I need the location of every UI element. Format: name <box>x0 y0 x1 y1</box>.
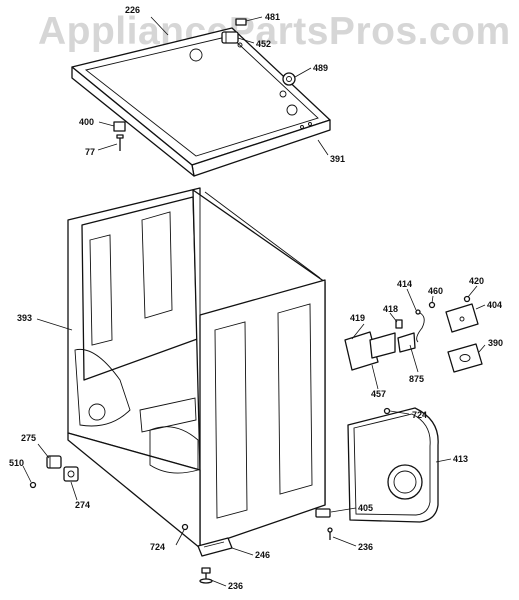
label-452: 452 <box>256 39 271 49</box>
label-275: 275 <box>21 433 36 443</box>
leader-lines <box>22 16 486 587</box>
part-400-bracket <box>113 121 126 132</box>
part-236-lower-leg <box>199 567 213 584</box>
label-246: 246 <box>255 550 270 560</box>
part-510-screw <box>29 481 37 489</box>
part-460-screw <box>428 301 436 309</box>
part-405-clip <box>315 508 331 518</box>
label-77: 77 <box>85 147 95 157</box>
part-413-front-panel <box>347 407 439 523</box>
part-414-wire <box>415 309 425 343</box>
label-400: 400 <box>79 117 94 127</box>
label-236-upper: 236 <box>358 542 373 552</box>
watermark-text: AppliancePartsPros.com <box>38 10 511 53</box>
label-404: 404 <box>487 300 502 310</box>
label-413: 413 <box>453 454 468 464</box>
label-390: 390 <box>488 338 503 348</box>
part-77-screw <box>116 134 124 151</box>
label-236-lower: 236 <box>228 581 243 591</box>
label-460: 460 <box>428 286 443 296</box>
top-panel <box>71 27 331 177</box>
part-724-lower-clip <box>181 523 189 531</box>
label-414: 414 <box>397 279 412 289</box>
part-481-clip <box>235 18 247 26</box>
label-418: 418 <box>383 304 398 314</box>
part-724-upper-clip <box>383 407 391 415</box>
label-420: 420 <box>469 276 484 286</box>
label-226: 226 <box>125 5 140 15</box>
part-489-grommet <box>282 72 296 86</box>
label-510: 510 <box>9 458 24 468</box>
part-420-screw <box>463 295 471 303</box>
label-457: 457 <box>371 389 386 399</box>
label-274: 274 <box>75 500 90 510</box>
label-481: 481 <box>265 12 280 22</box>
label-405: 405 <box>358 503 373 513</box>
callout-labels: 226 481 452 489 400 77 391 393 414 460 4… <box>9 5 503 591</box>
part-418-switch <box>395 319 416 353</box>
label-724-lower: 724 <box>150 542 165 552</box>
label-724-upper: 724 <box>412 410 427 420</box>
part-419-bracket <box>344 331 396 371</box>
part-274-block <box>63 466 79 482</box>
part-275-block <box>46 455 62 469</box>
label-875: 875 <box>409 374 424 384</box>
label-391: 391 <box>330 154 345 164</box>
label-419: 419 <box>350 313 365 323</box>
part-390-plate <box>447 343 483 373</box>
label-489: 489 <box>313 63 328 73</box>
label-393: 393 <box>17 313 32 323</box>
part-404-plate <box>445 303 479 333</box>
cabinet <box>67 187 326 549</box>
part-236-upper-screw <box>327 527 333 540</box>
part-452-hinge <box>221 31 239 44</box>
